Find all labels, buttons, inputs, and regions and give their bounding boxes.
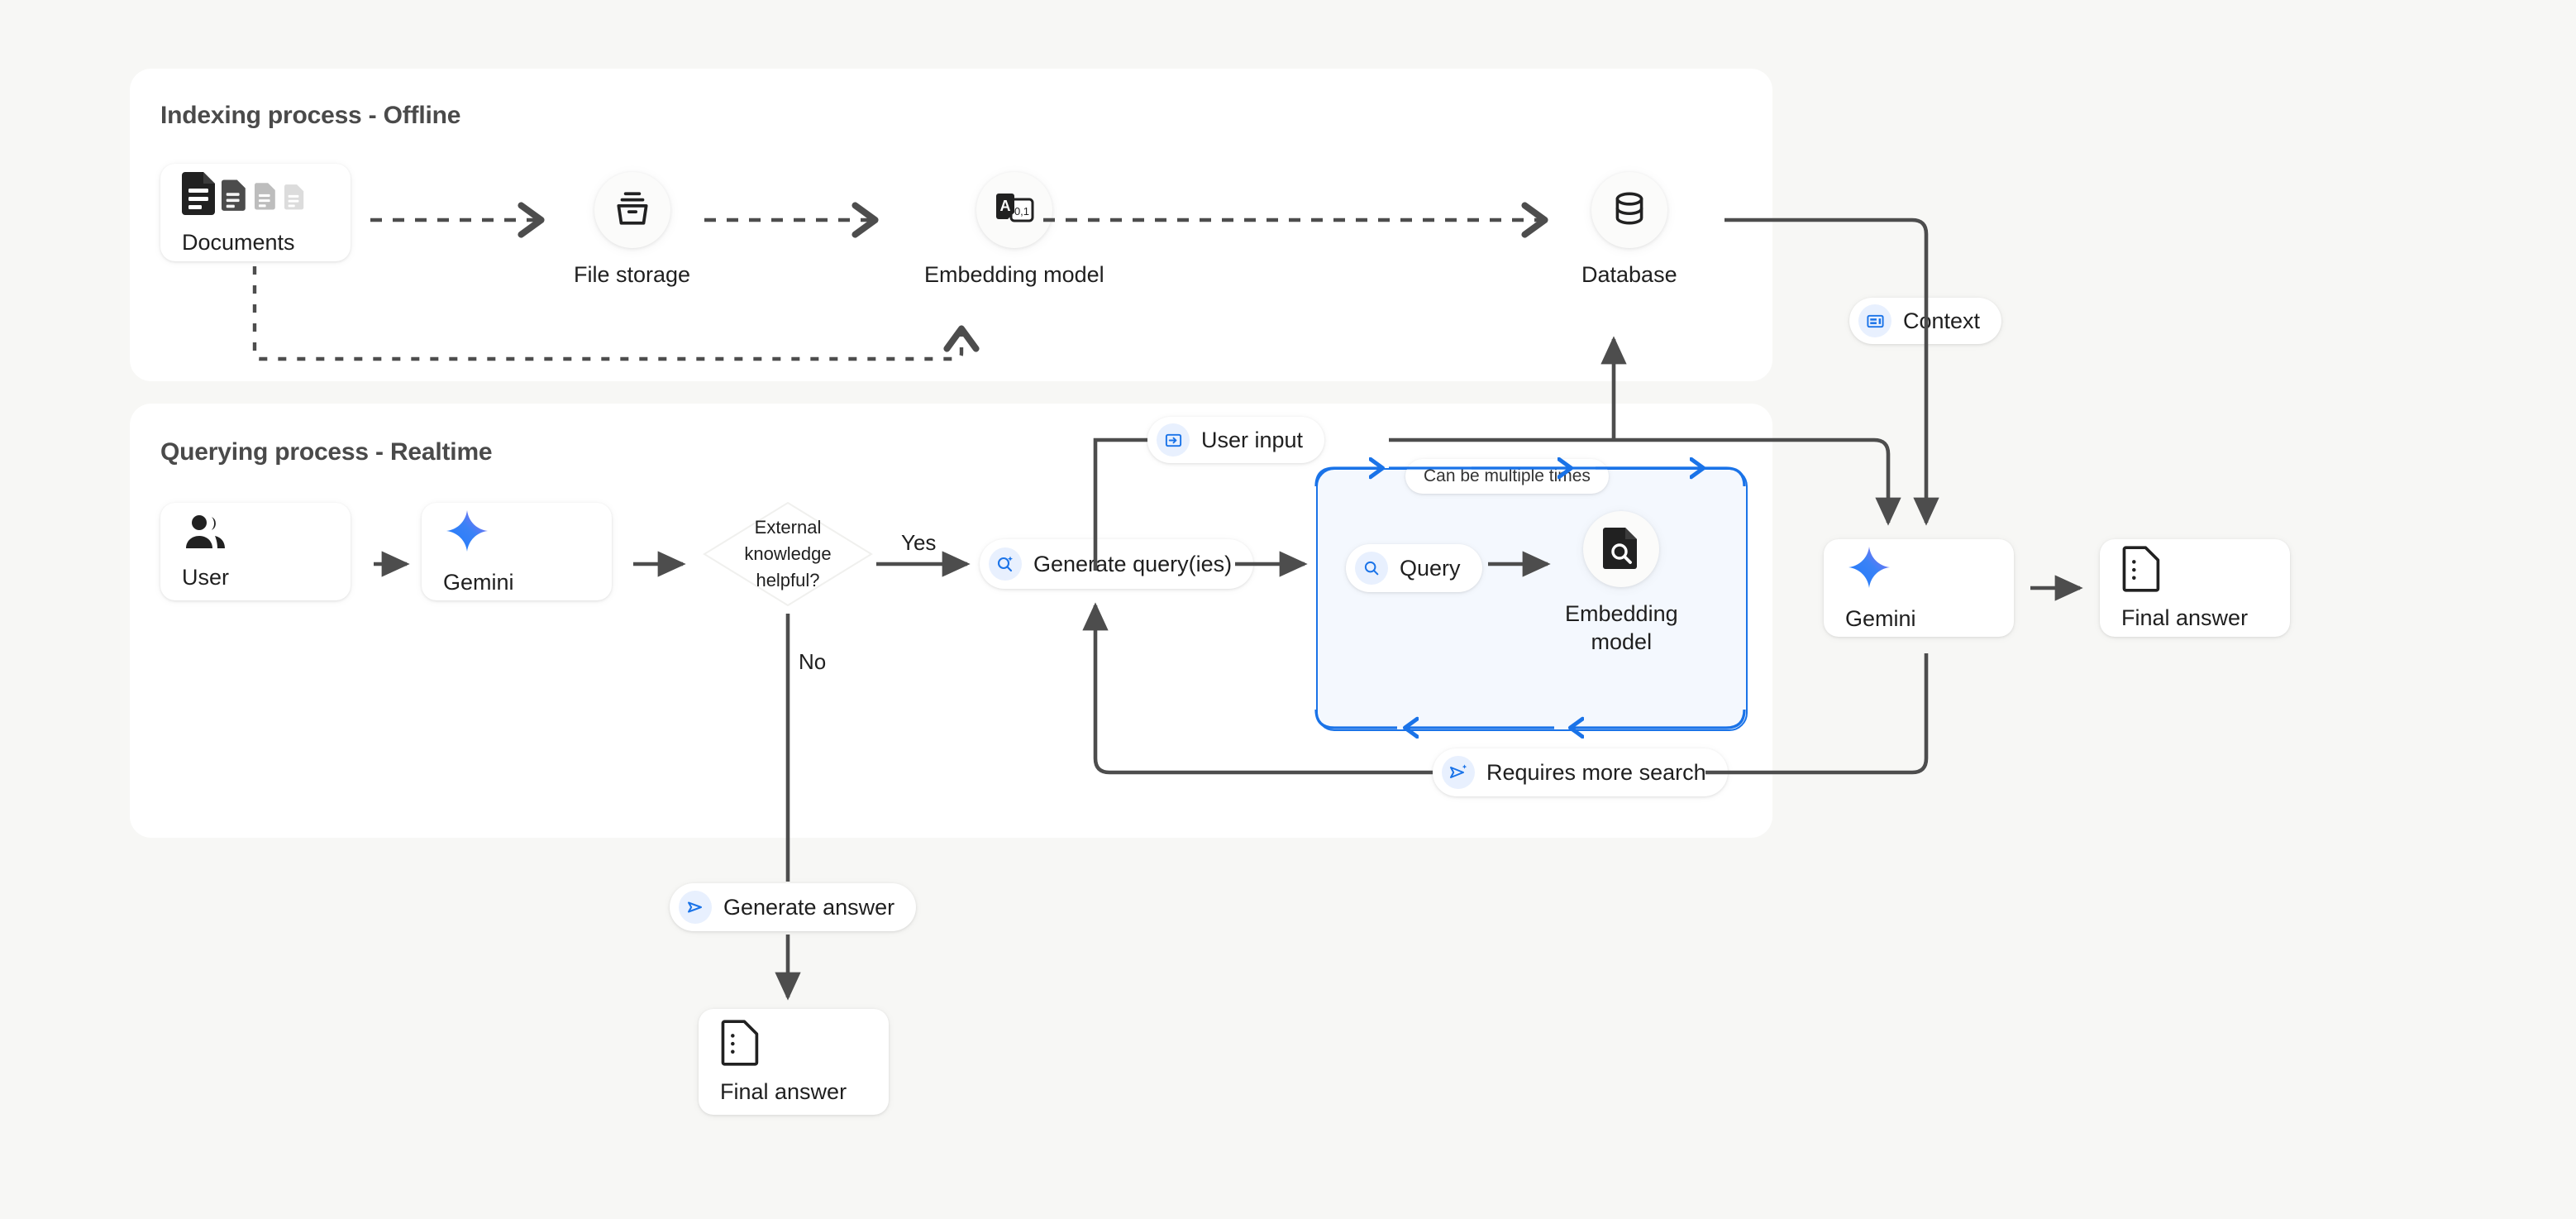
archive-icon <box>612 188 653 233</box>
context-label: Context <box>1903 308 1981 333</box>
final-answer-label: Final answer <box>2121 605 2249 630</box>
login-icon <box>1157 423 1190 457</box>
user-card-label: User <box>182 564 230 590</box>
generate-queries-badge[interactable]: Generate query(ies) <box>980 539 1254 589</box>
generate-queries-label: Generate query(ies) <box>1033 551 1233 576</box>
search-icon <box>1355 552 1388 585</box>
decision-line-3: helpful? <box>756 569 820 590</box>
file-storage-node[interactable]: File storage <box>574 172 690 289</box>
gemini-spark-icon <box>1845 545 1992 593</box>
answer-doc-icon <box>720 1019 867 1066</box>
documents-card-label: Documents <box>182 229 295 255</box>
context-badge[interactable]: Context <box>1849 298 2002 344</box>
user-input-badge[interactable]: User input <box>1147 417 1325 463</box>
file-storage-label: File storage <box>574 262 691 287</box>
embedding-model-label: Embedding model <box>924 262 1104 287</box>
generate-answer-label: Generate answer <box>723 894 895 920</box>
article-icon <box>1858 304 1891 337</box>
documents-icon <box>182 170 329 217</box>
query-badge[interactable]: Query <box>1346 544 1482 592</box>
generate-answer-badge[interactable]: Generate answer <box>670 883 917 931</box>
gemini-card-label: Gemini <box>443 569 514 595</box>
document-search-icon <box>1602 526 1640 573</box>
requires-more-search-label: Requires more search <box>1486 759 1706 785</box>
documents-card[interactable]: Documents <box>160 164 351 261</box>
send-icon <box>679 891 712 924</box>
user-input-label: User input <box>1201 427 1304 452</box>
gemini-card[interactable]: Gemini <box>422 503 612 600</box>
answer-doc-icon <box>2121 545 2268 592</box>
text-to-vector-icon: 0,1 A <box>993 187 1036 234</box>
indexing-panel-title: Indexing process - Offline <box>160 102 461 129</box>
database-label: Database <box>1581 262 1677 287</box>
output-gemini-label: Gemini <box>1845 605 1916 631</box>
output-gemini-card[interactable]: Gemini <box>1824 539 2014 637</box>
retrieval-loop-region <box>1316 468 1748 731</box>
database-node[interactable]: Database <box>1581 172 1677 289</box>
loop-embedding-model-node[interactable]: Embedding model <box>1565 511 1678 657</box>
database-icon <box>1609 188 1650 233</box>
people-icon <box>182 514 329 552</box>
loop-note-label: Can be multiple times <box>1424 466 1591 485</box>
requires-more-search-badge[interactable]: Requires more search <box>1433 748 1728 796</box>
branch-yes-label: Yes <box>901 530 937 555</box>
user-card[interactable]: User <box>160 503 351 600</box>
querying-panel-title: Querying process - Realtime <box>160 438 493 466</box>
gemini-spark-icon <box>443 509 590 557</box>
decision-line-1: External <box>754 517 822 538</box>
external-knowledge-decision[interactable]: External knowledge helpful? <box>701 500 875 609</box>
loop-embedding-label-2: model <box>1591 629 1653 654</box>
final-answer-card[interactable]: Final answer <box>2100 539 2290 637</box>
decision-line-2: knowledge <box>744 543 832 565</box>
loop-embedding-label-1: Embedding <box>1565 601 1678 626</box>
embedding-model-node[interactable]: 0,1 A Embedding model <box>924 172 1104 289</box>
loop-note-badge: Can be multiple times <box>1405 459 1609 494</box>
svg-text:0,1: 0,1 <box>1014 205 1029 218</box>
svg-text:A: A <box>999 198 1010 214</box>
search-sparkle-icon <box>989 547 1022 581</box>
final-answer-card-bottom[interactable]: Final answer <box>699 1009 889 1115</box>
branch-no-label: No <box>799 649 827 674</box>
send-sparkle-icon <box>1442 756 1475 789</box>
query-badge-label: Query <box>1400 555 1461 581</box>
final-answer-bottom-label: Final answer <box>720 1078 847 1104</box>
